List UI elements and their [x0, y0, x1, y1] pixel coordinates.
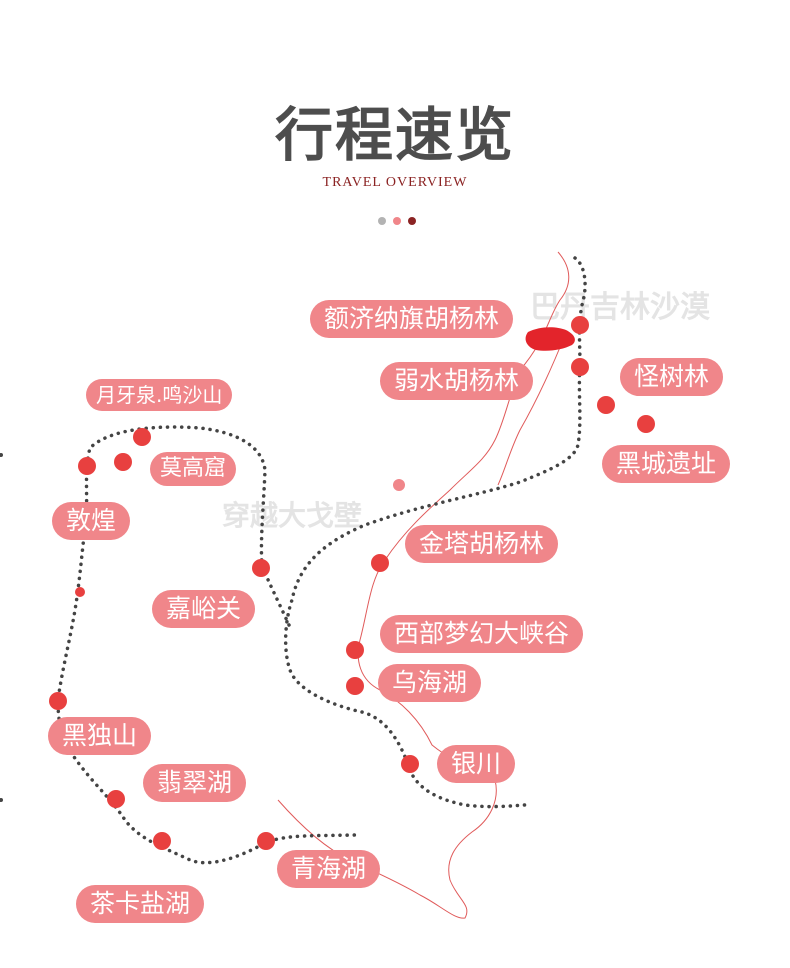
label-yinchuan: 银川: [437, 745, 516, 783]
edge-dot: [0, 453, 3, 457]
river-line: [277, 251, 570, 919]
label-qinghaihu: 青海湖: [277, 850, 381, 888]
dotted-route-west: [56, 425, 357, 865]
marker-heicheng: [637, 415, 655, 433]
marker-mogaoku-2: [114, 453, 132, 471]
label-heidushan: 黑独山: [48, 717, 152, 755]
marker-minor: [393, 479, 405, 491]
label-dunhuang: 敦煌: [52, 502, 131, 540]
marker-feicuihu: [107, 790, 125, 808]
dot-pink: [393, 217, 401, 225]
page-subtitle: TRAVEL OVERVIEW: [322, 175, 468, 190]
marker-heidushan: [49, 692, 67, 710]
marker-jintai: [371, 554, 389, 572]
label-jintai: 金塔胡杨林: [405, 525, 559, 563]
marker-xibu: [346, 641, 364, 659]
watermark-gobi: 穿越大戈壁: [222, 499, 363, 532]
marker-wuhai: [346, 677, 364, 695]
label-heicheng: 黑城遗址: [602, 445, 731, 483]
marker-yinchuan: [401, 755, 419, 773]
marker-jiayuguan: [252, 559, 270, 577]
marker-mogaoku-1: [133, 428, 151, 446]
lake-shape: [525, 327, 575, 351]
decorative-dots: [378, 217, 422, 227]
marker-qinghaihu: [257, 832, 275, 850]
marker-route-minor: [75, 587, 85, 597]
label-ruoshui: 弱水胡杨林: [380, 362, 534, 400]
dot-grey: [378, 217, 386, 225]
watermark-badain-jaran: 巴丹吉林沙漠: [530, 290, 710, 325]
label-wuhai: 乌海湖: [378, 664, 482, 702]
page-title: 行程速览: [274, 101, 515, 169]
label-xibu: 西部梦幻大峡谷: [380, 615, 584, 653]
marker-ejina: [571, 316, 589, 334]
marker-ruoshui: [571, 358, 589, 376]
marker-guaishulin: [597, 396, 615, 414]
marker-chaka: [153, 832, 171, 850]
label-mogaoku: 莫高窟: [150, 452, 237, 486]
label-guaishulin: 怪树林: [620, 358, 724, 396]
label-jiayuguan: 嘉峪关: [152, 590, 256, 628]
marker-dunhuang: [78, 457, 96, 475]
label-feicuihu: 翡翠湖: [143, 764, 247, 802]
edge-dot: [0, 798, 3, 802]
river-line-branch: [497, 334, 566, 486]
label-ejina: 额济纳旗胡杨林: [310, 300, 514, 338]
label-chaka: 茶卡盐湖: [76, 885, 205, 923]
dot-darkred: [408, 217, 416, 225]
label-yueyaquan: 月牙泉.鸣沙山: [86, 379, 233, 411]
